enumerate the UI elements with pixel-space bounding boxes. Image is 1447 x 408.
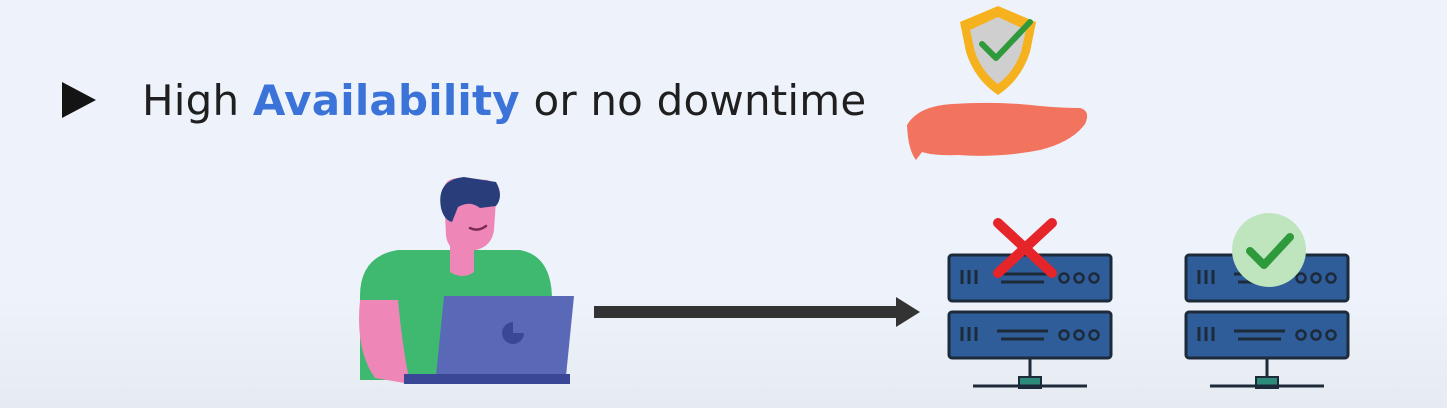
server-ok-icon [1184, 213, 1350, 389]
hair [440, 177, 500, 222]
network-stand [973, 358, 1087, 389]
check-badge-icon [1232, 213, 1306, 287]
arrow-right-icon [594, 297, 920, 327]
heading-text-before: High [142, 75, 240, 125]
play-triangle-icon [62, 82, 96, 118]
server-unit-top [947, 253, 1113, 303]
laptop-logo-icon [502, 322, 524, 344]
server-unit-bottom [947, 310, 1113, 360]
shield-check-in-hand-icon [907, 6, 1088, 160]
heading-text-after: or no downtime [533, 75, 867, 125]
check-icon [979, 19, 1033, 61]
server-unit-bottom [1184, 310, 1350, 360]
cross-icon [993, 218, 1057, 278]
bullet-point: High Availability or no downtime [62, 70, 866, 130]
heading-highlight: Availability [252, 75, 520, 125]
person-with-laptop-icon [359, 177, 574, 384]
network-stand [1210, 358, 1324, 389]
shield-icon [960, 6, 1036, 95]
bullet-heading: High Availability or no downtime [142, 76, 866, 125]
laptop-base [404, 374, 570, 384]
hand-icon [907, 102, 1088, 160]
server-failed-icon [947, 218, 1113, 389]
arm [359, 300, 410, 384]
